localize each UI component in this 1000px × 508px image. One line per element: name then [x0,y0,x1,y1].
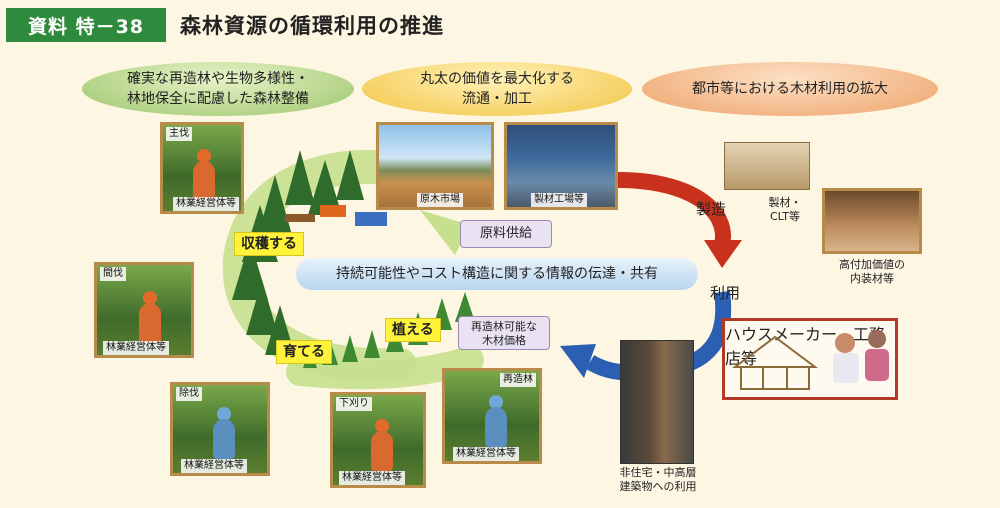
lumber-caption-line2: CLT等 [769,210,800,223]
urban-wood-use-bubble: 都市等における木材利用の拡大 [642,62,938,116]
final-harvest-org: 林業経営体等 [173,197,239,211]
log-distribution-bubble: 丸太の価値を最大化する 流通・加工 [362,62,632,116]
lumber-caption-line1: 製材・ [768,196,802,209]
log-pile [285,214,315,222]
forest-management-bubble: 確実な再造林や生物多様性・ 林地保全に配慮した森林整備 [82,62,354,116]
worker-head-icon [143,291,157,305]
page-title: 森林資源の循環利用の推進 [180,14,444,38]
forest-bubble-line1: 確実な再造林や生物多様性・ [127,71,309,87]
tile-thinning: 間伐 林業経営体等 [94,262,194,358]
lumber-bubble-line2: 流通・加工 [462,91,532,107]
worker-icon [213,419,235,459]
building-caption-line1: 非住宅・中高層 [619,466,697,479]
worker-icon [371,431,393,471]
worker-head-icon [489,395,503,409]
thinning-org: 林業経営体等 [103,341,169,355]
grow-label: 育てる [276,340,332,364]
worker-head-icon [197,149,211,163]
interior-caption: 高付加価値の 内装材等 [818,258,926,286]
lumber-clt-caption: 製材・ CLT等 [760,196,810,224]
house-maker-illustration: ハウスメーカー、工務店等 [722,318,898,400]
worker-icon [139,303,161,343]
sawmill-label: 製材工場等 [531,193,587,207]
info-sharing-bar: 持続可能性やコスト構造に関する情報の伝達・共有 [296,258,698,290]
weeding-label: 除伐 [176,387,202,401]
use-label: 利用 [710,284,741,302]
undergrowth-org: 林業経営体等 [339,471,405,485]
manufacture-arrow [617,172,731,247]
photo-sawmill: 製材工場等 [504,122,618,210]
timber-price-callout: 再造林可能な 木材価格 [458,316,550,350]
reforestation-org: 林業経営体等 [453,447,519,461]
building-caption: 非住宅・中高層 建築物への利用 [610,466,706,494]
photo-log-market: 原木市場 [376,122,494,210]
tile-weeding: 除伐 林業経営体等 [170,382,270,476]
undergrowth-label: 下刈り [336,397,372,411]
manufacture-arrowhead [704,240,742,268]
cycle-ring-arrowhead [420,210,470,255]
interior-caption-line2: 内装材等 [850,272,894,285]
worker-head-icon [375,419,389,433]
city-bubble-text: 都市等における木材利用の拡大 [692,81,888,97]
price-line2: 木材価格 [482,334,526,347]
weeding-org: 林業経営体等 [181,459,247,473]
lumber-bubble-line1: 丸太の価値を最大化する [420,71,574,87]
log-truck [355,212,387,226]
worker-head-icon [217,407,231,421]
forwarder-vehicle [320,205,346,217]
tile-undergrowth-cutting: 下刈り 林業経営体等 [330,392,426,488]
use-arrowhead [560,344,596,378]
manufacture-label: 製造 [696,200,727,218]
forest-bubble-line2: 林地保全に配慮した森林整備 [127,91,309,107]
building-photo [620,340,694,464]
worker-icon [485,407,507,447]
figure-number-badge: 資料 特－38 [6,8,166,42]
tile-final-harvest: 主伐 林業経営体等 [160,122,244,214]
cycle-ring-bottom [286,346,484,390]
price-line1: 再造林可能な [471,320,537,333]
tile-reforestation: 再造林 林業経営体等 [442,368,542,464]
reforestation-label: 再造林 [500,373,536,387]
plant-label: 植える [385,318,441,342]
log-market-label: 原木市場 [417,193,463,207]
worker-icon [193,161,215,201]
final-harvest-label: 主伐 [166,127,192,141]
interior-caption-line1: 高付加価値の [839,258,905,271]
thinning-label: 間伐 [100,267,126,281]
clt-crate-image [724,142,810,190]
house-frame-drawing [732,330,889,390]
building-caption-line2: 建築物への利用 [619,480,697,493]
raw-material-supply-callout: 原料供給 [460,220,552,248]
photo-interior [822,188,922,254]
harvest-label: 収穫する [234,232,304,256]
